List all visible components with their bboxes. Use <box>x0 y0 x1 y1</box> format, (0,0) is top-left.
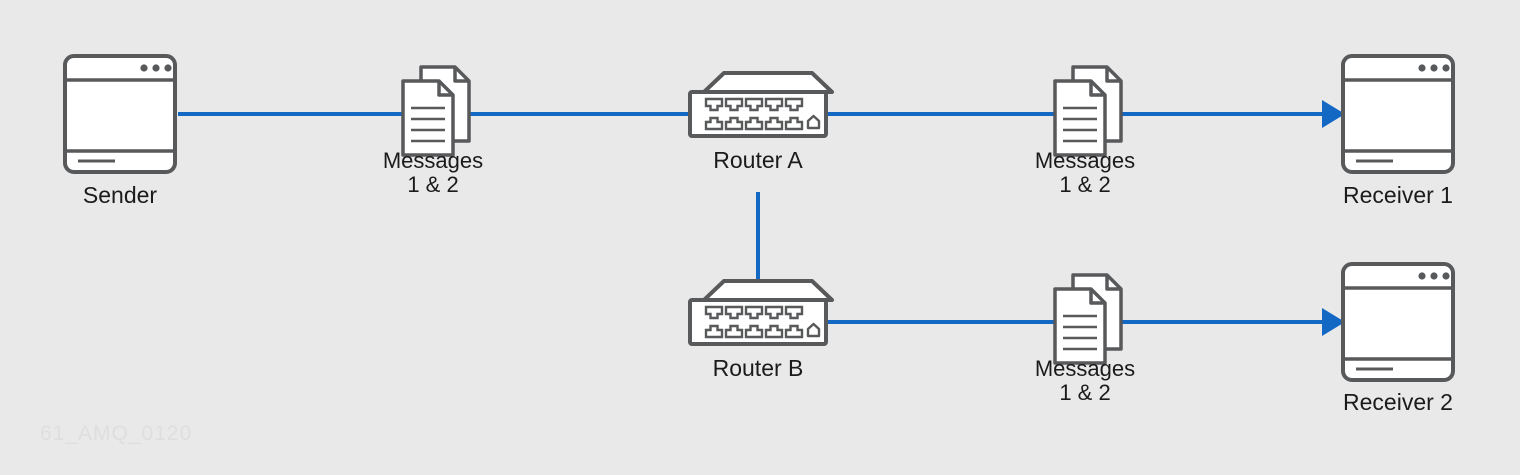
node-router-b-label: Router B <box>713 355 804 381</box>
node-receiver-1-label: Receiver 1 <box>1343 182 1453 208</box>
window-icon <box>1341 262 1455 382</box>
node-receiver-1[interactable]: Receiver 1 <box>1341 54 1455 208</box>
node-router-a-label: Router A <box>713 147 803 173</box>
flow-sender-to-router-a[interactable]: Messages 1 & 2 <box>383 65 483 197</box>
window-icon <box>63 54 177 174</box>
flow-router-a-to-receiver-1[interactable]: Messages 1 & 2 <box>1035 65 1135 197</box>
node-router-b[interactable]: Router B <box>688 279 834 381</box>
node-sender-label: Sender <box>83 182 158 208</box>
node-sender[interactable]: Sender <box>63 54 177 208</box>
flow-label-line2: 1 & 2 <box>1059 172 1110 197</box>
node-router-a[interactable]: Router A <box>688 71 834 173</box>
router-icon <box>688 279 834 346</box>
flow-label-line2: 1 & 2 <box>407 172 458 197</box>
window-icon <box>1341 54 1455 174</box>
documents-icon <box>1053 65 1123 157</box>
watermark: 61_AMQ_0120 <box>40 422 192 445</box>
node-receiver-2-label: Receiver 2 <box>1343 389 1453 415</box>
documents-icon <box>401 65 471 157</box>
flow-label-line2: 1 & 2 <box>1059 380 1110 405</box>
node-receiver-2[interactable]: Receiver 2 <box>1341 262 1455 415</box>
flow-router-b-to-receiver-2[interactable]: Messages 1 & 2 <box>1035 273 1135 405</box>
flow-label-line1: Messages <box>383 148 483 173</box>
documents-icon <box>1053 273 1123 365</box>
router-icon <box>688 71 834 138</box>
flow-label-line1: Messages <box>1035 148 1135 173</box>
flow-label-line1: Messages <box>1035 356 1135 381</box>
